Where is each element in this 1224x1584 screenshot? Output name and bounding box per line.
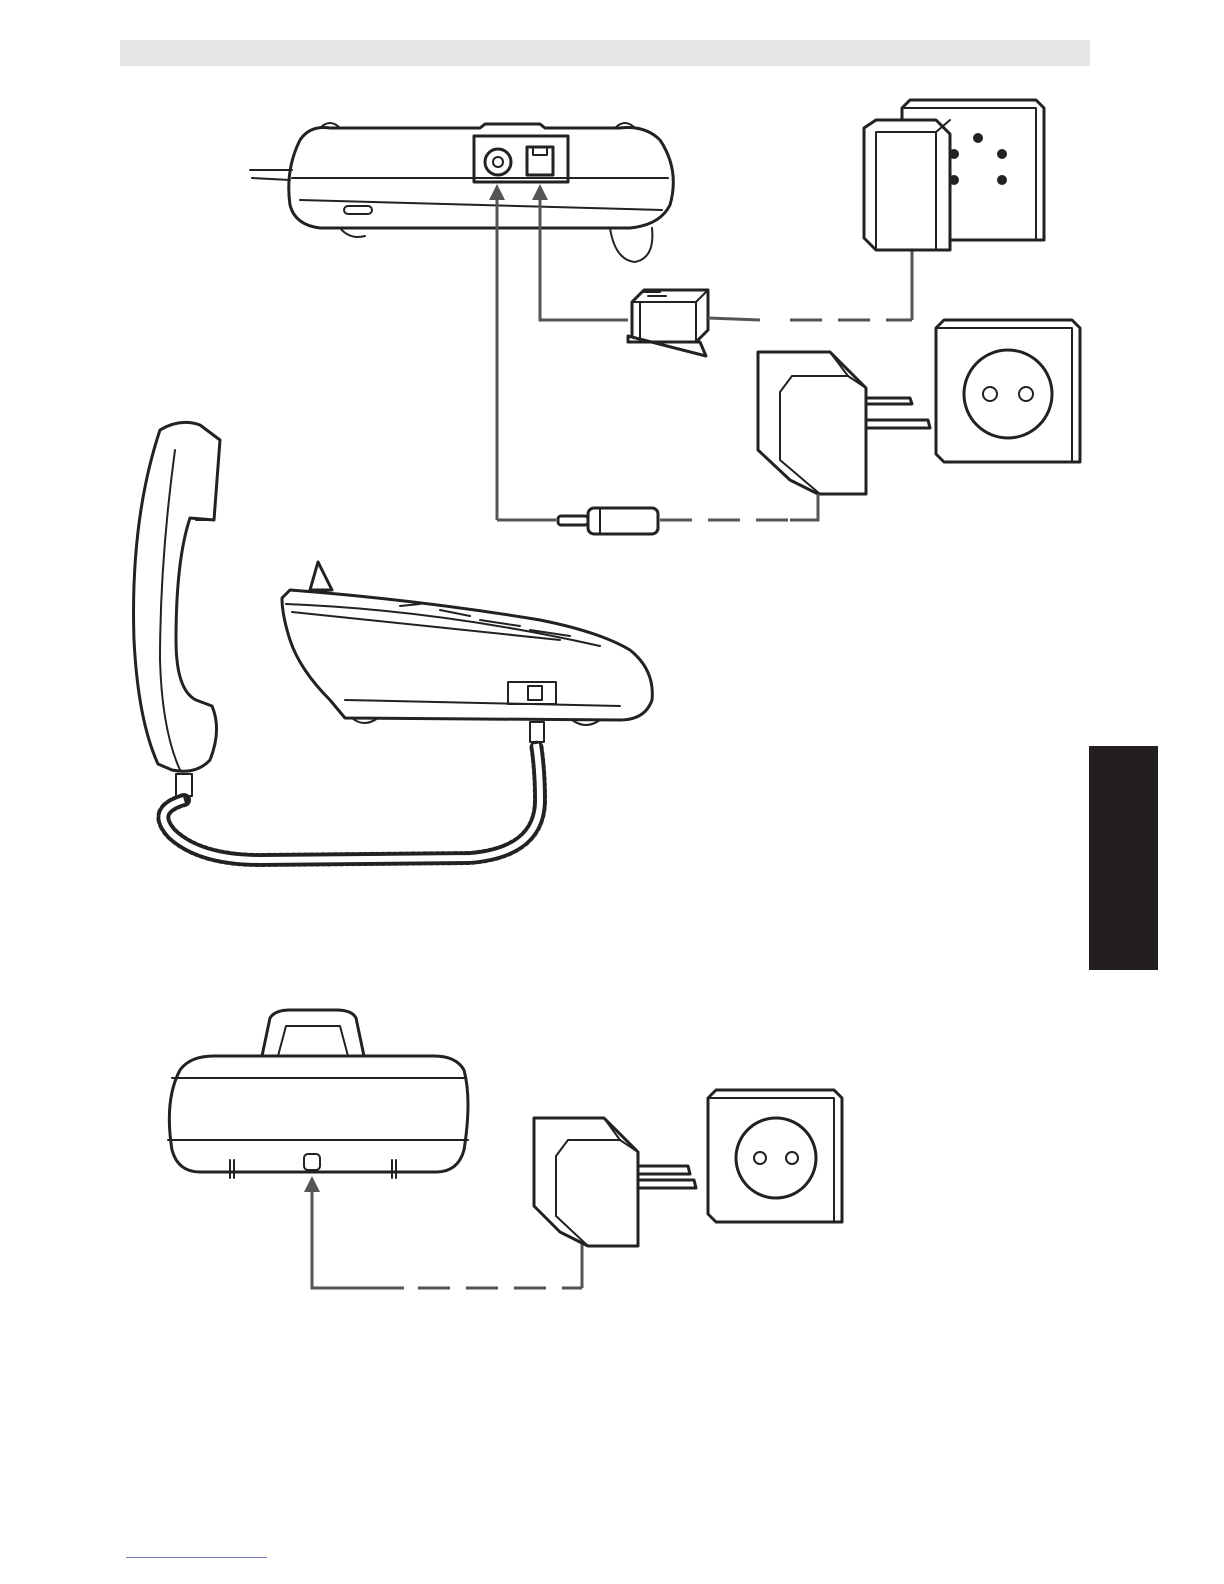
line-jack-icon: [527, 147, 553, 175]
telephone-line-plug: [628, 290, 708, 356]
arrow-to-line-jack: [532, 184, 548, 200]
phone-line-cable: [540, 200, 628, 320]
telephone-wall-socket: [864, 100, 1044, 250]
dc-power-plug: [497, 508, 658, 534]
charging-base-wall-outlet: [708, 1090, 842, 1222]
power-adapter: [758, 352, 930, 494]
coiled-handset-cord: [163, 744, 540, 860]
phone-base-rear-view: [250, 123, 673, 262]
dc-jack-icon: [485, 149, 511, 175]
charging-base-front-view: [168, 1010, 468, 1178]
arrow-to-dc-jack: [489, 184, 505, 200]
handset: [134, 422, 220, 796]
power-wall-outlet: [936, 320, 1080, 462]
phone-base-side-view: [282, 562, 652, 742]
charging-base-cable: [312, 1180, 404, 1288]
arrow-to-charging-base: [304, 1176, 320, 1192]
charging-base-power-adapter: [534, 1118, 696, 1246]
